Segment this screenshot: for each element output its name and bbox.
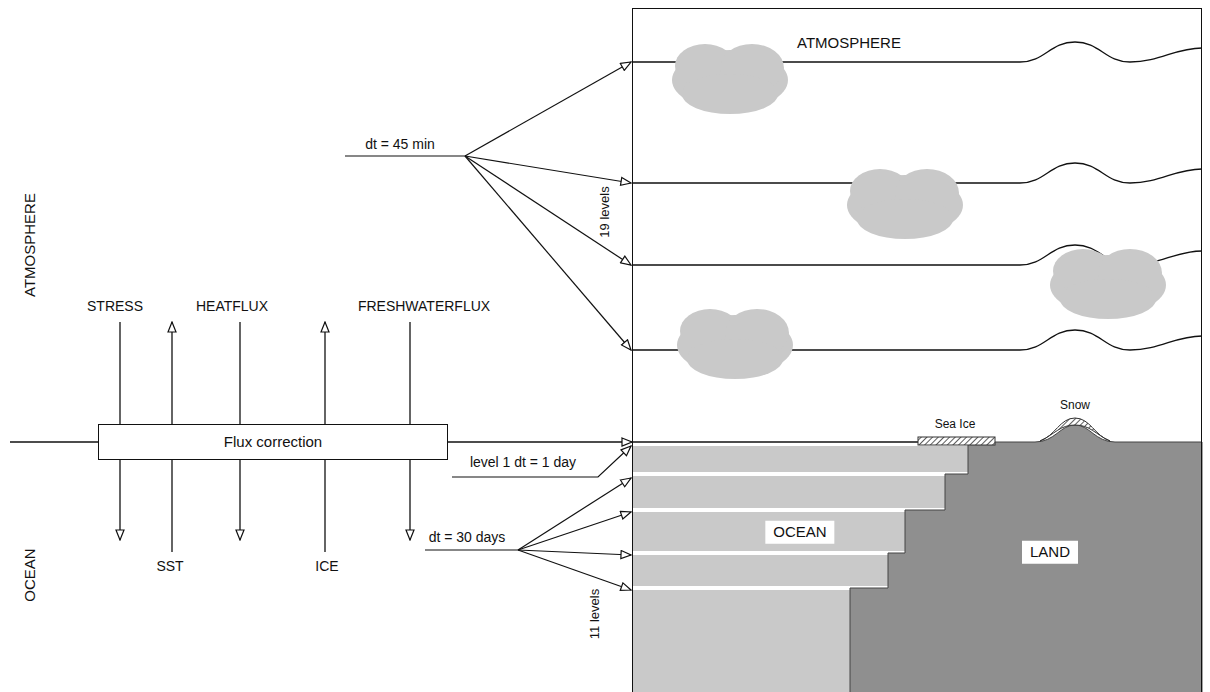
atmosphere-timestep-arrows (345, 62, 631, 350)
ocean-timestep-arrows (425, 446, 631, 590)
flux-connector (448, 441, 632, 443)
timestep-label: dt = 30 days (429, 530, 506, 545)
flux-arrow (239, 322, 240, 424)
region-label: OCEAN (765, 521, 834, 544)
flux-arrow (171, 322, 172, 424)
level-arrow (465, 156, 631, 183)
flux-label: FRESHWATERFLUX (358, 299, 490, 314)
level-count-label: 19 levels (598, 186, 612, 237)
flux-arrow (409, 460, 410, 540)
flux-correction-box: Flux correction (98, 424, 448, 460)
level-arrow (465, 156, 631, 265)
timestep-label: level 1 dt = 1 day (470, 455, 576, 470)
ocean-layer (632, 446, 968, 472)
flux-label: STRESS (87, 299, 143, 314)
interface-line (10, 441, 98, 442)
ocean-layer (632, 590, 850, 692)
ocean-layer (632, 476, 945, 508)
timestep-label: dt = 45 min (365, 137, 435, 152)
cloud (847, 169, 963, 239)
level-arrow (518, 478, 631, 550)
flux-arrow (171, 460, 172, 552)
model-domain-panel: ATMOSPHERE (632, 8, 1202, 692)
level-arrow (518, 550, 631, 555)
cloud (672, 44, 788, 114)
leader-line (425, 549, 518, 550)
compartment-label: ATMOSPHERE (22, 193, 39, 297)
compartment-label: OCEAN (22, 548, 39, 601)
atmosphere-levels (632, 42, 1202, 350)
leader-line (345, 155, 465, 156)
flux-arrow (409, 322, 410, 424)
region-label: LAND (1022, 541, 1078, 564)
feature-label: Snow (1060, 399, 1090, 412)
flux-label: SST (156, 559, 183, 574)
level-arrow (452, 446, 631, 477)
node-text: ATMOSPHERE (797, 34, 901, 51)
flux-arrow (324, 322, 325, 424)
flux-arrow (239, 460, 240, 540)
cloud (677, 309, 793, 379)
ocean-layer (632, 555, 888, 586)
level-arrow (518, 512, 631, 550)
flux-arrow (119, 460, 120, 540)
land-region (850, 425, 1202, 692)
sea-ice (918, 437, 995, 445)
level-count-label: 11 levels (588, 589, 602, 639)
flux-arrow (119, 322, 120, 424)
level-arrow (465, 62, 631, 156)
ocean-layer (632, 512, 905, 551)
flux-arrow (324, 460, 325, 552)
flux-label: ICE (315, 559, 338, 574)
cloud (1050, 249, 1166, 319)
snow-cover (1040, 418, 1110, 441)
feature-label: Sea Ice (935, 418, 976, 431)
flux-label: HEATFLUX (196, 299, 268, 314)
node-text: Flux correction (224, 433, 322, 450)
clouds (672, 44, 1166, 379)
level-arrow (518, 550, 631, 590)
level-arrow (465, 156, 631, 350)
